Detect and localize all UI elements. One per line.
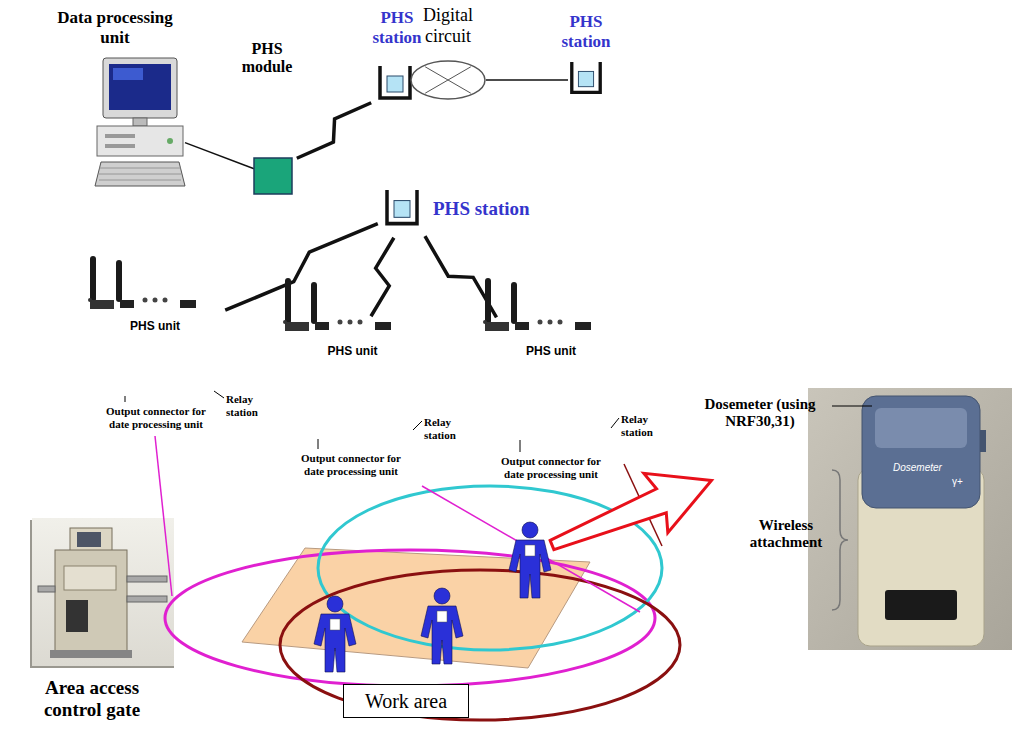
part-label: Relay station: [424, 416, 468, 441]
node-label: PHS unit: [90, 320, 220, 334]
part-label: Output connector for date processing uni…: [490, 455, 612, 480]
leader-line: [832, 406, 872, 407]
part-label: Relay station: [621, 413, 665, 438]
phs-unit: PHS unit: [90, 300, 220, 400]
node-label: Data processing unit: [43, 8, 188, 47]
part-label: Dosemeter (using NRF30,31): [692, 396, 828, 431]
brace: [832, 470, 848, 610]
phs-station-shape: [383, 188, 421, 232]
phs-unit-shape: [285, 322, 420, 437]
worker-figure: [509, 522, 551, 598]
phs-module-shape: [254, 158, 292, 194]
worker-figure: [314, 596, 356, 672]
leader-line: [318, 439, 319, 449]
node-label: PHS module: [234, 40, 300, 77]
computer-icon-shape: [95, 58, 185, 193]
phs-unit: PHS unit: [285, 322, 420, 437]
part-label: Wireless attachment: [740, 517, 832, 552]
digital-circuit-shape: [410, 60, 486, 100]
device-marking: Dosemeter: [893, 462, 955, 474]
coverage-ellipse: [165, 550, 655, 686]
coverage-ellipse: [280, 570, 680, 720]
node-label: PHS unit: [485, 345, 617, 359]
node-label: PHS station: [433, 198, 530, 220]
part-label: Area access control gate: [22, 677, 162, 721]
phs-station: PHS station: [383, 188, 536, 232]
node-label: Work area: [365, 690, 447, 713]
device-marking: γ+: [952, 476, 976, 488]
leader-line: [125, 396, 126, 402]
digital-circuit: Digital circuit: [410, 5, 486, 100]
dosimeter-photo: [808, 388, 1012, 650]
area-label-box: Work area: [343, 684, 469, 718]
wireless-link: [225, 224, 378, 310]
node-label: PHS station: [364, 8, 430, 47]
phs-module: PHS module: [232, 40, 302, 194]
leader-line: [214, 391, 224, 398]
phs-station-shape: [376, 64, 414, 106]
part-label: Output connector for date processing uni…: [290, 452, 412, 477]
leader-line: [520, 440, 521, 452]
computer-icon: Data processing unit: [40, 8, 190, 193]
node-label: PHS station: [553, 12, 619, 51]
worker-figure: [421, 588, 463, 664]
part-label: Relay station: [226, 393, 270, 418]
part-label: Output connector for date processing uni…: [95, 405, 217, 430]
wire: [185, 143, 254, 169]
phs-station-shape: [568, 60, 604, 100]
leader-line: [611, 418, 619, 428]
node-label: Digital circuit: [411, 5, 485, 46]
leader-line: [413, 421, 422, 430]
wireless-link: [297, 103, 371, 158]
coverage-line: [422, 486, 640, 612]
phs-unit-shape: [485, 322, 617, 437]
wire: [486, 79, 568, 81]
wireless-link: [371, 238, 394, 316]
gate-photo: [30, 518, 174, 668]
phs-unit: PHS unit: [485, 322, 617, 437]
phs-unit-shape: [90, 300, 220, 400]
phs-station: PHS station: [552, 12, 620, 100]
node-label: PHS unit: [285, 345, 420, 359]
coverage-line: [155, 436, 172, 596]
